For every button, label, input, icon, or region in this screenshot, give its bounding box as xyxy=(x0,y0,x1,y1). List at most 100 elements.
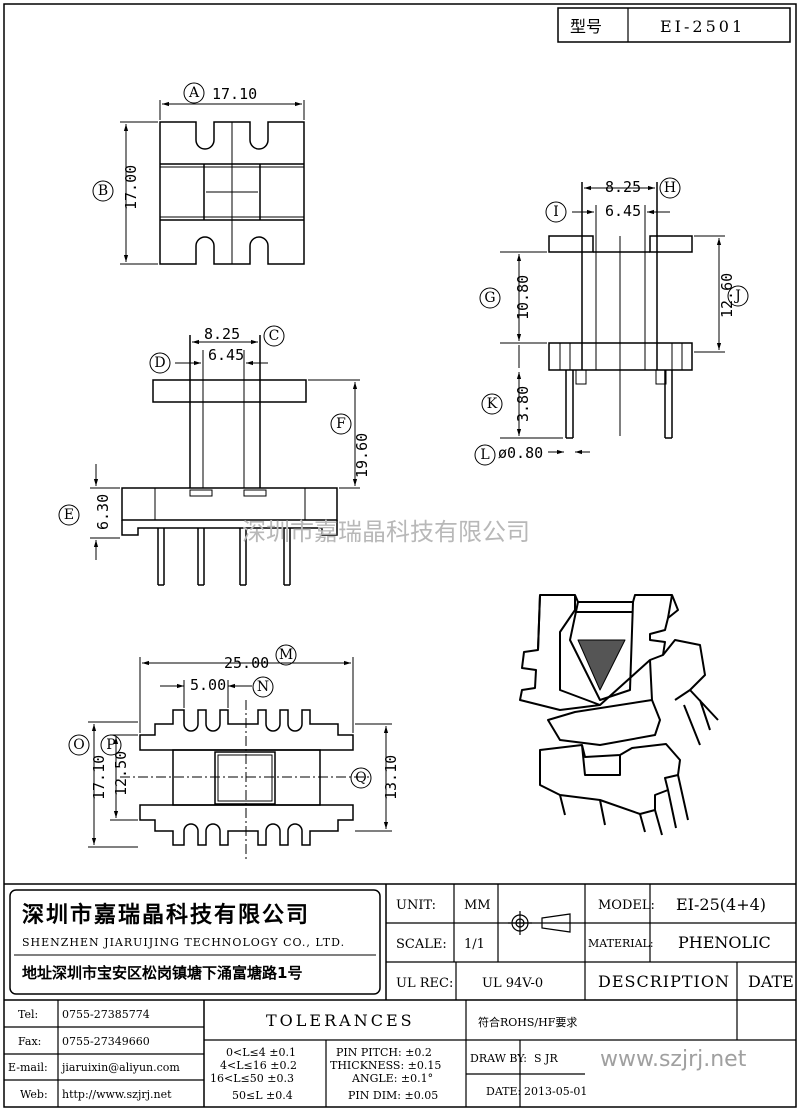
dim-bottom-pitch: 5.00 xyxy=(190,676,226,694)
date-header: DATE xyxy=(748,972,794,991)
company-name-en: SHENZHEN JIARUIJING TECHNOLOGY CO., LTD. xyxy=(22,936,345,949)
svg-text:G: G xyxy=(484,290,495,306)
label-g: G xyxy=(479,287,501,309)
watermark: 深圳市嘉瑞晶科技有限公司 xyxy=(242,518,530,546)
label-d: D xyxy=(149,352,171,374)
contact-value-email: jiaruixin@aliyun.com xyxy=(60,1061,180,1074)
contact-value-tel: 0755-27385774 xyxy=(62,1008,150,1021)
label-b: B xyxy=(92,180,114,202)
label-k: K xyxy=(481,393,503,415)
date-label: DATE: xyxy=(486,1085,521,1098)
unit-label: UNIT: xyxy=(396,898,436,913)
company-address: 地址深圳市宝安区松岗镇塘下涌富塘路1号 xyxy=(22,964,302,982)
dim-side-total: 12.60 xyxy=(718,273,736,318)
material-label: MATERIAL: xyxy=(588,937,654,950)
contact-value-web: http://www.szjrj.net xyxy=(62,1088,172,1101)
dim-side-pin: 3.80 xyxy=(514,386,532,422)
label-e: E xyxy=(58,504,80,526)
isometric-view xyxy=(519,594,719,836)
scale-value: 1/1 xyxy=(464,937,485,952)
svg-text:O: O xyxy=(73,737,84,753)
contact-label-fax: Fax: xyxy=(18,1035,41,1048)
svg-text:B: B xyxy=(98,183,108,199)
dim-side-pin-dia: ø0.80 xyxy=(498,444,543,462)
contact-value-fax: 0755-27349660 xyxy=(62,1035,150,1048)
dim-front-base: 6.30 xyxy=(94,494,112,530)
dim-side-height: 10.80 xyxy=(514,275,532,320)
drawby-label: DRAW BY: xyxy=(470,1052,527,1065)
ulrec-label: UL REC: xyxy=(396,976,453,991)
label-q: Q xyxy=(350,767,372,789)
website-watermark: www.szjrj.net xyxy=(600,1047,747,1072)
material-value: PHENOLIC xyxy=(678,933,771,952)
front-view xyxy=(90,335,360,586)
tolerances-header: TOLERANCES xyxy=(266,1011,415,1030)
dim-side-outer: 8.25 xyxy=(605,178,641,196)
label-m: M xyxy=(275,644,297,666)
model-label: MODEL: xyxy=(598,898,655,913)
svg-text:A: A xyxy=(188,85,200,101)
label-l: L xyxy=(474,444,496,466)
description-header: DESCRIPTION xyxy=(598,972,730,991)
dim-top-height: 17.00 xyxy=(122,165,140,210)
svg-text:M: M xyxy=(279,647,293,663)
svg-text:I: I xyxy=(553,204,559,220)
svg-text:N: N xyxy=(257,679,269,695)
company-block: 深圳市嘉瑞晶科技有限公司 SHENZHEN JIARUIJING TECHNOL… xyxy=(9,889,381,995)
date-value: 2013-05-01 xyxy=(524,1085,587,1098)
dim-front-height: 19.60 xyxy=(353,433,371,478)
title-block-grid xyxy=(4,883,796,1107)
side-view xyxy=(500,182,725,455)
dim-bottom-right: 13.10 xyxy=(382,755,400,800)
contact-label-tel: Tel: xyxy=(18,1008,38,1021)
svg-text:H: H xyxy=(664,180,676,196)
dim-bottom-width: 25.00 xyxy=(224,654,269,672)
top-view xyxy=(120,100,305,265)
scale-label: SCALE: xyxy=(396,937,447,952)
contact-label-web: Web: xyxy=(20,1088,48,1101)
label-h: H xyxy=(659,177,681,199)
drawby-value: S JR xyxy=(534,1052,558,1065)
dim-front-outer: 8.25 xyxy=(204,325,240,343)
svg-text:L: L xyxy=(480,447,489,463)
label-i: I xyxy=(545,201,567,223)
label-j: J xyxy=(727,285,749,307)
label-n: N xyxy=(252,676,274,698)
drawing-border xyxy=(3,3,797,1108)
dim-bottom-inner: 12.50 xyxy=(112,751,130,796)
label-c: C xyxy=(263,325,285,347)
svg-text:Q: Q xyxy=(355,770,366,786)
contact-label-email: E-mail: xyxy=(8,1061,48,1074)
model-header: 型号 EI-2501 xyxy=(557,7,791,43)
tol-line-4: 50≤L ±0.4 xyxy=(232,1089,293,1102)
unit-value: MM xyxy=(464,898,491,913)
projection-symbol-icon xyxy=(508,911,571,935)
svg-text:P: P xyxy=(106,737,115,753)
svg-text:E: E xyxy=(64,507,74,523)
tol-line-1: 0<L≤4 ±0.1 xyxy=(226,1046,296,1059)
model-header-label: 型号 xyxy=(570,17,602,36)
dim-bottom-height: 17.10 xyxy=(90,755,108,800)
rohs-note: 符合ROHS/HF要求 xyxy=(478,1015,577,1029)
tol-pin-3: ANGLE: ±0.1° xyxy=(351,1072,433,1085)
ulrec-value: UL 94V-0 xyxy=(482,976,543,991)
svg-text:C: C xyxy=(269,328,280,344)
tol-line-2: 4<L≤16 ±0.2 xyxy=(220,1059,297,1072)
label-a: A xyxy=(183,82,205,104)
model-value: EI-25(4+4) xyxy=(676,895,766,914)
label-o: O xyxy=(68,734,90,756)
tol-pin-2: THICKNESS: ±0.15 xyxy=(330,1059,441,1072)
svg-text:D: D xyxy=(154,355,165,371)
label-p: P xyxy=(100,734,122,756)
tol-pin-1: PIN PITCH: ±0.2 xyxy=(336,1046,432,1059)
company-name-cn: 深圳市嘉瑞晶科技有限公司 xyxy=(22,902,310,928)
tol-pin-4: PIN DIM: ±0.05 xyxy=(348,1089,438,1102)
label-f: F xyxy=(330,413,352,435)
tol-line-3: 16<L≤50 ±0.3 xyxy=(210,1072,294,1085)
bottom-view xyxy=(88,657,392,860)
model-header-value: EI-2501 xyxy=(660,17,745,36)
dim-side-inner: 6.45 xyxy=(605,202,641,220)
svg-text:F: F xyxy=(336,416,346,432)
dim-top-width: 17.10 xyxy=(212,85,257,103)
